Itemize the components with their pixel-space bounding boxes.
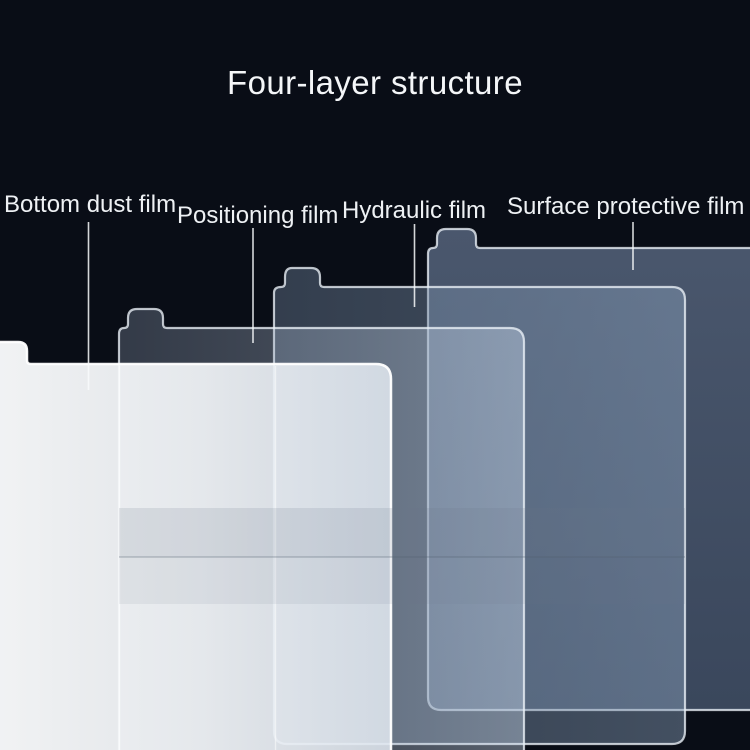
label-positioning-film: Positioning film xyxy=(177,202,339,229)
label-bottom-dust-film: Bottom dust film xyxy=(4,191,177,218)
reflection-stripe-upper xyxy=(119,508,685,557)
label-hydraulic-film: Hydraulic film xyxy=(342,197,487,224)
label-surface-protective-film: Surface protective film xyxy=(507,193,745,220)
film-bottom-dust xyxy=(0,340,393,750)
reflection-stripe-lower xyxy=(119,557,685,604)
page-title: Four-layer structure xyxy=(227,64,523,101)
